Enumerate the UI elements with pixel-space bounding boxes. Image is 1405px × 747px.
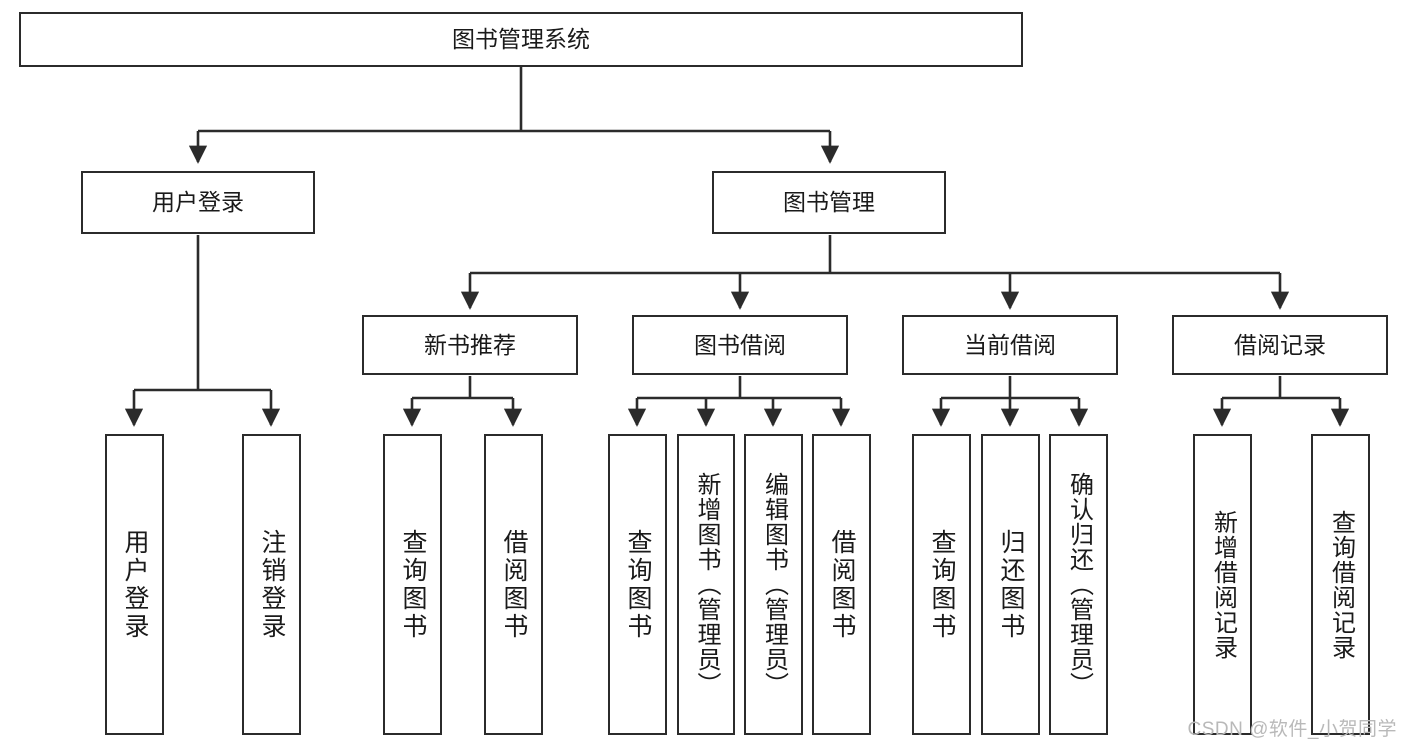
node-leaf-confirm-return[interactable]: 确认归还（管理员） [1049, 434, 1108, 735]
node-new-book-recommend-label: 新书推荐 [424, 331, 516, 358]
node-current-borrow-label: 当前借阅 [964, 331, 1056, 358]
node-leaf-user-login-label: 用户登录 [121, 528, 149, 641]
node-user-login[interactable]: 用户登录 [81, 171, 315, 234]
node-leaf-edit-book[interactable]: 编辑图书（管理员） [744, 434, 803, 735]
node-new-book-recommend[interactable]: 新书推荐 [362, 315, 578, 375]
node-leaf-return-book[interactable]: 归还图书 [981, 434, 1040, 735]
node-root-label: 图书管理系统 [452, 26, 590, 53]
node-leaf-borrow-book-2[interactable]: 借阅图书 [812, 434, 871, 735]
node-leaf-borrow-book-2-label: 借阅图书 [828, 528, 856, 641]
node-leaf-logout-login[interactable]: 注销登录 [242, 434, 301, 735]
node-leaf-borrow-book-1[interactable]: 借阅图书 [484, 434, 543, 735]
node-leaf-add-book-label: 新增图书（管理员） [693, 472, 720, 697]
node-leaf-user-login[interactable]: 用户登录 [105, 434, 164, 735]
node-leaf-query-borrow-record-label: 查询借阅记录 [1327, 509, 1355, 660]
node-leaf-return-book-label: 归还图书 [997, 528, 1025, 641]
watermark: CSDN @软件_小贺同学 [1187, 719, 1397, 740]
node-leaf-query-book-3[interactable]: 查询图书 [912, 434, 971, 735]
node-leaf-query-book-2-label: 查询图书 [624, 528, 652, 641]
node-leaf-add-borrow-record[interactable]: 新增借阅记录 [1193, 434, 1252, 735]
node-leaf-query-borrow-record[interactable]: 查询借阅记录 [1311, 434, 1370, 735]
node-book-borrow[interactable]: 图书借阅 [632, 315, 848, 375]
node-leaf-add-book[interactable]: 新增图书（管理员） [677, 434, 735, 735]
node-leaf-query-book-3-label: 查询图书 [928, 528, 956, 641]
node-book-manage[interactable]: 图书管理 [712, 171, 946, 234]
node-leaf-edit-book-label: 编辑图书（管理员） [760, 472, 788, 697]
node-current-borrow[interactable]: 当前借阅 [902, 315, 1118, 375]
node-leaf-query-book-1-label: 查询图书 [399, 528, 427, 641]
node-borrow-record-label: 借阅记录 [1234, 331, 1326, 358]
node-leaf-borrow-book-1-label: 借阅图书 [500, 528, 528, 641]
node-root[interactable]: 图书管理系统 [19, 12, 1023, 67]
node-borrow-record[interactable]: 借阅记录 [1172, 315, 1388, 375]
node-leaf-add-borrow-record-label: 新增借阅记录 [1209, 509, 1237, 660]
node-book-manage-label: 图书管理 [783, 189, 875, 216]
node-leaf-confirm-return-label: 确认归还（管理员） [1065, 472, 1093, 697]
node-book-borrow-label: 图书借阅 [694, 331, 786, 358]
node-leaf-query-book-2[interactable]: 查询图书 [608, 434, 667, 735]
node-leaf-query-book-1[interactable]: 查询图书 [383, 434, 442, 735]
node-user-login-label: 用户登录 [152, 189, 244, 216]
node-leaf-logout-login-label: 注销登录 [258, 528, 286, 641]
